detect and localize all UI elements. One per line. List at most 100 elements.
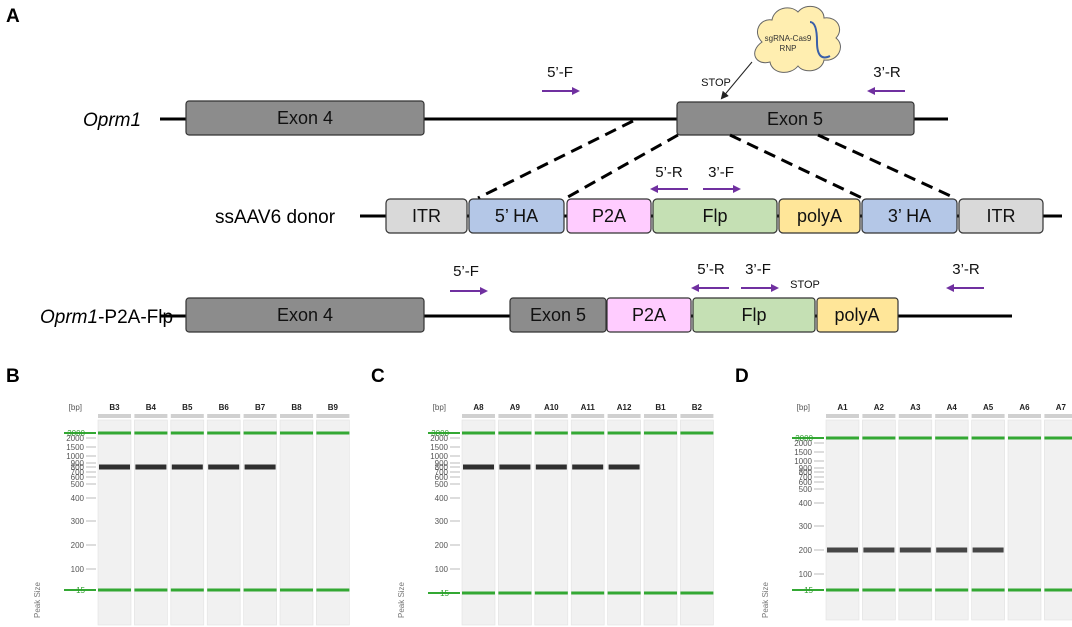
gel-lane-marker-high [462,431,495,435]
donor-segment-label-2: P2A [592,206,626,226]
gel-panel-c: [bp]Peak Size300015200015001000900800700… [397,403,714,626]
ladder-marker-low: 15 [440,589,449,598]
ladder-marker-low: 15 [76,586,85,595]
ladder-tick-label: 800 [71,463,85,472]
gel-lane-label: A2 [874,403,885,412]
gel-lane [206,419,241,626]
gel-lane-header-bar [498,414,532,418]
gel-lane [1007,419,1042,621]
gel-lane-label: B3 [109,403,120,412]
gel-band [899,547,931,553]
ladder-tick-label: 2000 [66,434,84,443]
gel-lane-label: A3 [910,403,921,412]
row3-flp-label: Flp [741,305,766,325]
gel-lane-marker-low [462,591,495,595]
donor-segment-label-3: Flp [702,206,727,226]
gel-lane-marker-low [826,588,859,592]
gel-lane-header-bar [571,414,605,418]
gel-lane-header-bar [971,414,1005,418]
homology-dashed-lines [477,119,956,200]
gel-lane-label: A11 [581,403,596,412]
row3-polya-label: polyA [834,305,879,325]
donor-segment-label-6: ITR [987,206,1016,226]
gel-lane-label: A10 [544,403,559,412]
gel-lane [680,419,714,626]
donor-segment-box-6 [958,198,1044,234]
gel-lane [643,419,678,626]
ladder-tick-label: 400 [799,499,813,508]
gel-lane-marker-low [644,591,677,595]
gel-lane-label: B2 [692,403,703,412]
gel-lane [97,419,132,626]
gel-lane-marker-low [898,588,932,592]
gel-lane-marker-low [98,588,131,592]
gel-lane-marker-low [680,591,714,595]
gel-lane-marker-high [534,431,568,435]
ladder-tick-label: 1500 [66,443,84,452]
gel-peak-size-label: Peak Size [761,581,770,618]
gel-lane-header-bar [680,414,714,418]
gel-lane-header-bar [898,414,932,418]
gel-lane [607,419,641,626]
ladder-marker-high: 3000 [795,434,813,443]
gel-lane [862,419,896,621]
gel-lane-label: A8 [473,403,484,412]
gel-lane [934,419,969,621]
gel-lane-marker-high [98,431,131,435]
gel-lane-label: B4 [146,403,157,412]
donor-segment-label-1: 5’ HA [495,206,538,226]
row1-exon5-label: Exon 5 [767,109,823,129]
ladder-tick-label: 1500 [794,448,812,457]
gel-lane-label: B9 [328,403,339,412]
ladder-tick-label: 700 [799,473,813,482]
gel-lane-marker-low [862,588,896,592]
row2-primer-3f-label: 3’-F [708,164,734,181]
ladder-marker-high: 3000 [431,429,449,438]
gel-lane-label: B8 [291,403,302,412]
gel-lane-marker-high [935,436,969,440]
ladder-tick-label: 300 [799,522,813,531]
gel-bp-header: [bp] [433,403,446,412]
gel-lane [170,419,205,626]
gel-lane-label: B5 [182,403,193,412]
gel-lane-marker-high [170,431,204,435]
gel-lane-header-bar [607,414,641,418]
row1-gene-label: Oprm1 [83,110,141,131]
row1-exon5-box [676,101,915,136]
gel-band [936,547,968,553]
gel-lane-header-bar [644,414,677,418]
gel-lane-marker-low [280,588,313,592]
ladder-marker-low: 15 [804,586,813,595]
gel-lane-header-bar [243,414,277,418]
gel-lane-label: A5 [983,403,994,412]
gel-band [463,464,494,470]
donor-segment-box-0 [385,198,468,234]
gel-lane-header-bar [316,414,350,418]
gel-lane-header-bar [134,414,168,418]
row3-polya-box [816,297,899,333]
row3-flp-box [692,297,816,333]
panel-label-c: C [371,366,385,387]
row2-primer-5r-label: 5’-R [655,164,683,181]
gel-lane-marker-low [207,588,241,592]
ladder-tick-label: 1500 [430,443,448,452]
ladder-tick-label: 300 [435,517,449,526]
ladder-tick-label: 300 [71,517,85,526]
ladder-tick-label: 600 [71,473,85,482]
gel-lane-marker-low [607,591,641,595]
gel-lane-marker-high [1044,436,1072,440]
ladder-tick-label: 1000 [66,452,84,461]
gel-lane-marker-low [498,591,532,595]
rnp-cloud-icon: sgRNA-Cas9 RNP [754,5,841,73]
gel-band [499,464,531,470]
gel-panel-b: [bp]Peak Size300015200015001000900800700… [33,403,350,626]
row1-primer-5f-label: 5’-F [547,64,573,81]
ladder-tick-label: 500 [435,480,449,489]
row1-primer-3r-label: 3’-R [873,64,901,81]
gel-lane-marker-high [971,436,1005,440]
cloud-text-line1: sgRNA-Cas9 [765,34,812,43]
gel-band [99,464,130,470]
donor-segment-label-5: 3’ HA [888,206,931,226]
gel-lane-header-bar [280,414,313,418]
